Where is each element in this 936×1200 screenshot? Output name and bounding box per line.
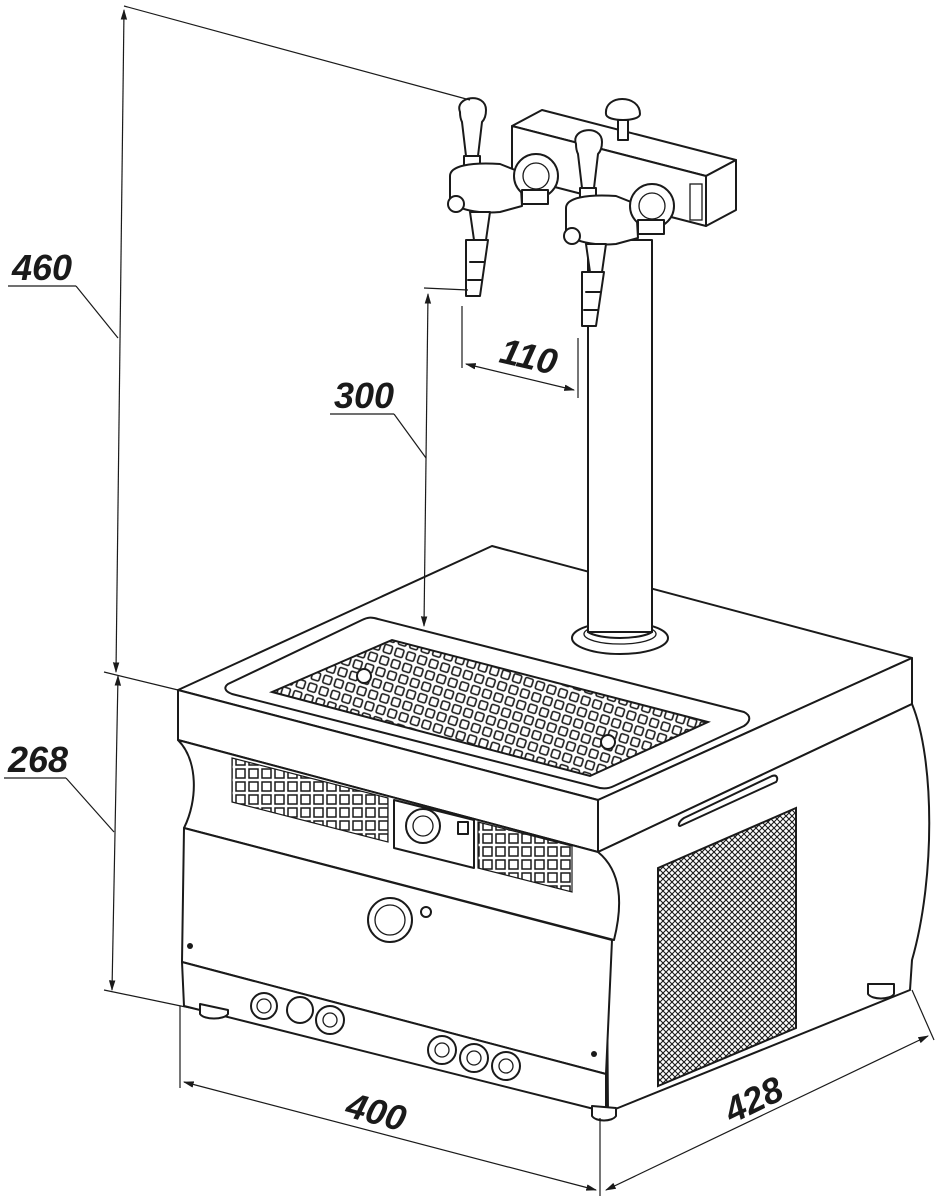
corner-screw [187,943,193,949]
dimension-label-400: 400 [341,1084,411,1139]
side-grille [657,806,797,1088]
dimension-label-268: 268 [7,739,68,780]
foot [867,983,895,1000]
vent-knob-stem [617,119,629,141]
dimension-label-300: 300 [334,375,394,416]
connector-group-right [427,1035,521,1081]
tower-head-detail [689,183,703,221]
drain-hole [356,668,372,684]
indicator-light [457,821,469,835]
cooler-unit [177,545,931,1122]
dimension-label-110: 110 [496,330,561,383]
foot [199,1003,229,1020]
tower-head-side [705,159,737,227]
tap-handle-right[interactable] [574,129,603,189]
vent-knob[interactable] [604,98,641,121]
vent-grid-right [477,821,573,893]
temperature-knob[interactable] [405,808,441,844]
tap-tower [447,97,737,655]
drain-hole [600,734,616,750]
front-gauge-inner [374,904,406,936]
beer-tap-left[interactable] [447,97,559,297]
knob-inner [412,815,434,837]
dimension-lines [4,5,935,1196]
beer-tap-right[interactable] [563,129,675,327]
front-screw [420,906,432,918]
tap-handle-left[interactable] [458,97,487,157]
drip-tray-grate [268,638,711,778]
dimension-label-428: 428 [717,1068,790,1132]
vent-grid-left [231,757,389,843]
tower-column-bottom [587,631,653,639]
dimension-label-460: 460 [11,247,72,288]
foot [591,1105,617,1122]
side-handle[interactable] [677,774,779,827]
corner-screw [591,1051,597,1057]
connector-group-left [250,992,345,1035]
